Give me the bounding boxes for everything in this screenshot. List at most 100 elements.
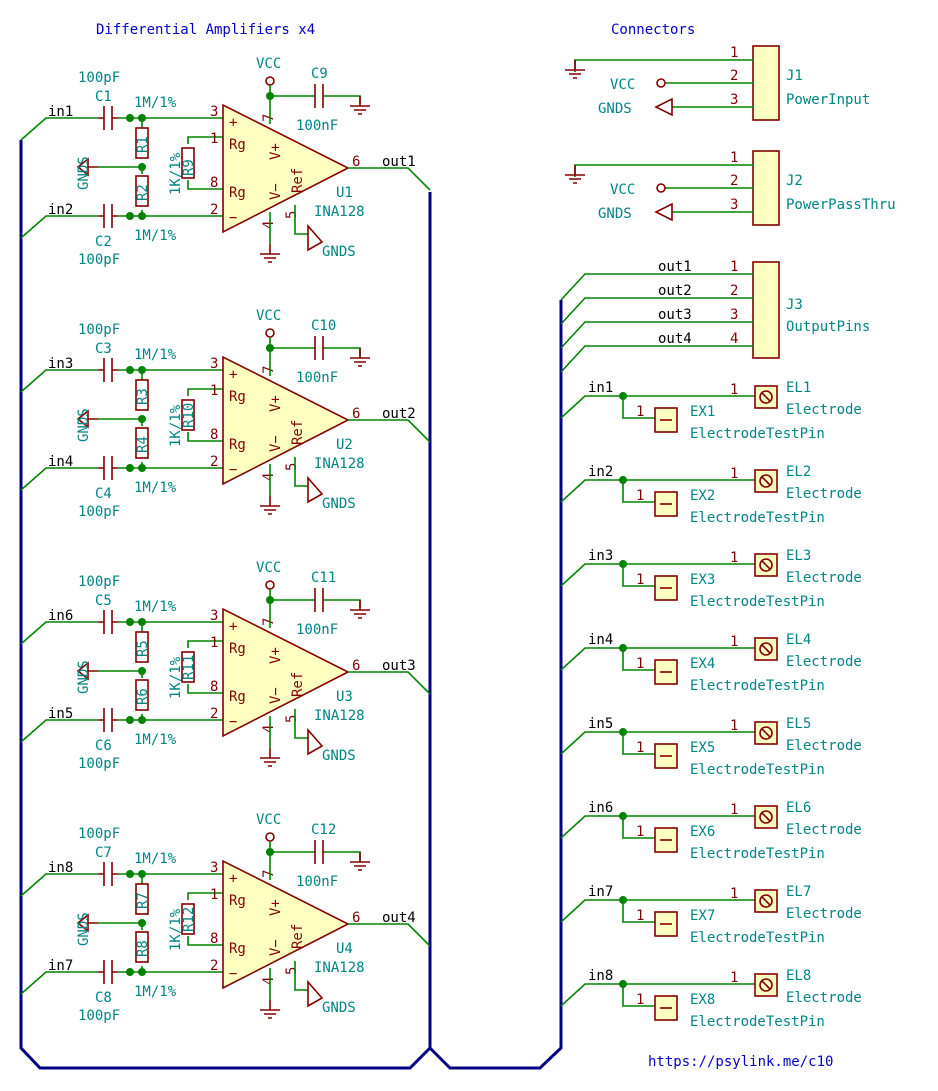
pin-number: 2 bbox=[730, 173, 738, 189]
bus-left bbox=[19, 140, 432, 1070]
pin-number: 1 bbox=[730, 970, 738, 986]
wire-input-top bbox=[20, 621, 98, 645]
res-top-value: 1M/1% bbox=[134, 599, 177, 615]
junction-dot bbox=[619, 812, 627, 820]
pin-number: 4 bbox=[261, 221, 277, 229]
ground-symbol bbox=[350, 96, 370, 115]
gnds-symbol-ref bbox=[307, 223, 324, 252]
res-bottom-value: 1M/1% bbox=[134, 732, 177, 748]
electrode-contact-mark bbox=[761, 980, 771, 990]
pin-number: 1 bbox=[636, 992, 644, 1008]
pin-number: 2 bbox=[210, 706, 218, 722]
wire-electrode bbox=[560, 479, 755, 503]
pin-number: 1 bbox=[730, 886, 738, 902]
electrode-contact-mark bbox=[761, 476, 771, 486]
pin-number: 8 bbox=[210, 427, 218, 443]
vcc-label: VCC bbox=[256, 56, 281, 72]
pin-number: 1 bbox=[210, 887, 218, 903]
net-label-output: out4 bbox=[382, 910, 416, 926]
testpin-ref: EX7 bbox=[690, 908, 715, 924]
pin-number: 3 bbox=[730, 307, 738, 323]
gnds-label-ref: GNDS bbox=[322, 1000, 356, 1016]
pin-number: 2 bbox=[210, 202, 218, 218]
wire-gain-resistor bbox=[187, 640, 223, 694]
net-label-output: out1 bbox=[382, 154, 416, 170]
ground-symbol bbox=[350, 600, 370, 619]
opamp-rg-top: Rg bbox=[229, 893, 246, 909]
wire-output-pin bbox=[560, 345, 753, 373]
rg-value: 1K/1% bbox=[168, 656, 184, 699]
pin-number: 2 bbox=[730, 68, 738, 84]
electrode-contact-mark bbox=[761, 644, 771, 654]
vcc-label: VCC bbox=[256, 308, 281, 324]
capacitor-bottom bbox=[98, 456, 118, 480]
res-bottom-value: 1M/1% bbox=[134, 480, 177, 496]
wire-connector bbox=[574, 164, 753, 213]
resistor-gain bbox=[181, 399, 195, 431]
opamp-ref: Ref bbox=[290, 168, 306, 193]
net-label-input-bottom: in7 bbox=[48, 958, 73, 974]
testpin-value: ElectrodeTestPin bbox=[690, 762, 825, 778]
testpin-value: ElectrodeTestPin bbox=[690, 678, 825, 694]
junction-dot bbox=[138, 366, 146, 374]
gnds-symbol bbox=[76, 661, 98, 681]
resistor-bottom bbox=[135, 175, 149, 207]
capacitor-bottom bbox=[98, 204, 118, 228]
pin-number: 1 bbox=[636, 740, 644, 756]
pin-number: 1 bbox=[636, 572, 644, 588]
capacitor-decoupling bbox=[314, 336, 324, 360]
testpin-ref: EX8 bbox=[690, 992, 715, 1008]
vcc-symbol bbox=[656, 78, 666, 88]
pin-number: 8 bbox=[210, 931, 218, 947]
junction-dot bbox=[619, 392, 627, 400]
opamp-vminus: V− bbox=[268, 939, 284, 956]
wire-output-pin bbox=[560, 273, 753, 301]
junction-dot bbox=[266, 596, 274, 604]
junction-dot bbox=[619, 476, 627, 484]
pin-number: 7 bbox=[261, 114, 277, 122]
testpin-value: ElectrodeTestPin bbox=[690, 510, 825, 526]
vcc-symbol bbox=[265, 328, 275, 338]
decap-value: 100nF bbox=[296, 874, 338, 890]
pin-number: 1 bbox=[730, 802, 738, 818]
resistor-bottom bbox=[135, 679, 149, 711]
electrode-contact-mark bbox=[761, 392, 771, 402]
vcc-symbol bbox=[265, 76, 275, 86]
connector-ref: J1 bbox=[786, 68, 803, 84]
junction-dot bbox=[126, 464, 134, 472]
junction-dot bbox=[266, 848, 274, 856]
res-bottom-value: 1M/1% bbox=[134, 984, 177, 1000]
wire-electrode bbox=[560, 395, 755, 419]
net-label-electrode: in3 bbox=[588, 548, 613, 564]
pin-number: 1 bbox=[636, 908, 644, 924]
opamp-plus-sign: + bbox=[229, 115, 237, 131]
pin-number: 1 bbox=[636, 824, 644, 840]
opamp-plus-sign: + bbox=[229, 367, 237, 383]
net-label-electrode: in2 bbox=[588, 464, 613, 480]
net-label-input-top: in3 bbox=[48, 356, 73, 372]
ground-symbol bbox=[565, 60, 585, 79]
capacitor-top bbox=[98, 862, 118, 886]
cap-top-ref: C5 bbox=[95, 593, 112, 609]
pin-number: 1 bbox=[730, 718, 738, 734]
net-label-input-bottom: in5 bbox=[48, 706, 73, 722]
connector-name: OutputPins bbox=[786, 319, 870, 335]
ground-symbol bbox=[260, 1000, 280, 1019]
electrode-contact bbox=[759, 390, 773, 404]
opamp-triangle bbox=[222, 859, 350, 990]
wire-electrode bbox=[560, 983, 755, 1007]
opamp-vplus: V+ bbox=[268, 395, 284, 412]
wire-gain-resistor bbox=[187, 892, 223, 946]
wire-gain-resistor bbox=[187, 136, 223, 190]
opamp-rg-bottom: Rg bbox=[229, 941, 246, 957]
decap-ref: C11 bbox=[311, 570, 336, 586]
section-title-amplifiers: Differential Amplifiers x4 bbox=[96, 22, 315, 38]
net-label-electrode: in7 bbox=[588, 884, 613, 900]
junction-dot bbox=[126, 212, 134, 220]
opamp-triangle bbox=[222, 355, 350, 486]
rg-value: 1K/1% bbox=[168, 908, 184, 951]
junction-dot bbox=[138, 919, 146, 927]
junction-dot bbox=[619, 896, 627, 904]
